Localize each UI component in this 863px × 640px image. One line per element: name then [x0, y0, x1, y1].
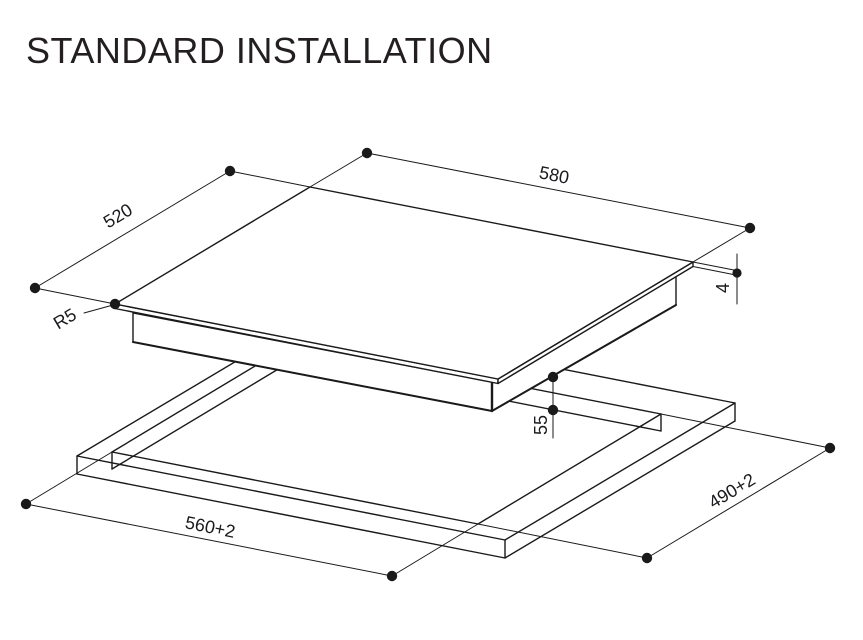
dim-490-lines	[477, 413, 831, 559]
dim-label-580: 580	[537, 162, 570, 187]
dot-560-left	[20, 498, 32, 510]
dim-label-490: 490+2	[705, 469, 759, 512]
dot-490-right	[824, 442, 836, 454]
dim-label-r5: R5	[50, 304, 80, 333]
tub-bottom-edges	[132, 304, 677, 412]
countertop-vertical-edges	[76, 402, 736, 559]
cutout-vertical-edges	[111, 413, 662, 470]
cooktop-glass	[114, 186, 694, 385]
dim-560-lines	[25, 451, 479, 577]
dim-label-55: 55	[531, 415, 551, 435]
dim-4-lines	[692, 253, 738, 305]
dot-4	[732, 268, 742, 278]
dot-520-right	[224, 165, 236, 177]
dimension-dots	[20, 147, 836, 582]
countertop-bottom-edges	[76, 420, 736, 559]
dot-580-right	[744, 222, 756, 234]
dim-label-520: 520	[100, 200, 136, 233]
dot-560-right	[386, 570, 398, 582]
dim-520-lines	[34, 170, 311, 305]
dot-55-bottom	[547, 404, 559, 416]
dot-490-left	[641, 552, 653, 564]
dimension-lines	[25, 152, 831, 577]
dot-55-top	[547, 371, 559, 383]
dot-corner-r5	[109, 298, 121, 310]
dim-label-560: 560+2	[183, 512, 237, 542]
dim-580-lines	[309, 152, 751, 263]
dim-r5-leader	[83, 304, 114, 314]
dim-label-4: 4	[713, 283, 733, 293]
dot-580-left	[361, 147, 373, 159]
dot-520-left	[29, 282, 41, 294]
page-title: STANDARD INSTALLATION	[26, 30, 493, 71]
